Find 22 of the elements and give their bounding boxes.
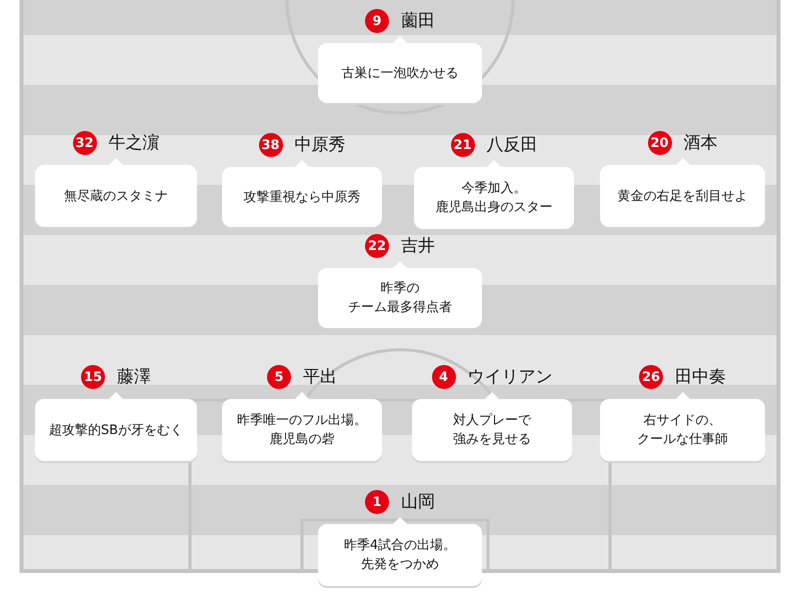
comment-text: 黄金の右足を刮目せよ xyxy=(618,188,748,206)
player-name: ウイリアン xyxy=(468,366,552,388)
player-name: 山岡 xyxy=(401,491,435,513)
comment-text: 超攻撃的SBが牙をむく xyxy=(48,422,184,440)
comment-text: 昨季のチーム最多得点者 xyxy=(348,280,452,317)
player-name: 藤澤 xyxy=(117,366,151,388)
player-name: 吉井 xyxy=(401,235,435,257)
comment-text: 対人プレーで強みを見せる xyxy=(453,412,531,449)
player-name: 田中奏 xyxy=(675,366,726,388)
comment-text: 昨季唯一のフル出場。鹿児島の砦 xyxy=(237,412,367,449)
comment-text: 右サイドの、クールな仕事師 xyxy=(637,412,728,449)
player-name: 中原秀 xyxy=(294,134,346,156)
comment-text: 今季加入。鹿児島出身のスター xyxy=(436,180,552,217)
comment-text: 古巣に一泡吹かせる xyxy=(342,64,458,82)
player-name: 薗田 xyxy=(401,10,435,32)
player-name: 牛之濵 xyxy=(108,132,160,154)
comment-text: 攻撃重視なら中原秀 xyxy=(244,188,360,206)
comment-text: 無尽蔵のスタミナ xyxy=(64,188,168,206)
player-name: 八反田 xyxy=(486,134,538,156)
player-name: 平出 xyxy=(303,366,337,388)
comment-text: 昨季4試合の出場。先発をつかめ xyxy=(344,537,456,574)
player-name: 酒本 xyxy=(684,132,718,154)
